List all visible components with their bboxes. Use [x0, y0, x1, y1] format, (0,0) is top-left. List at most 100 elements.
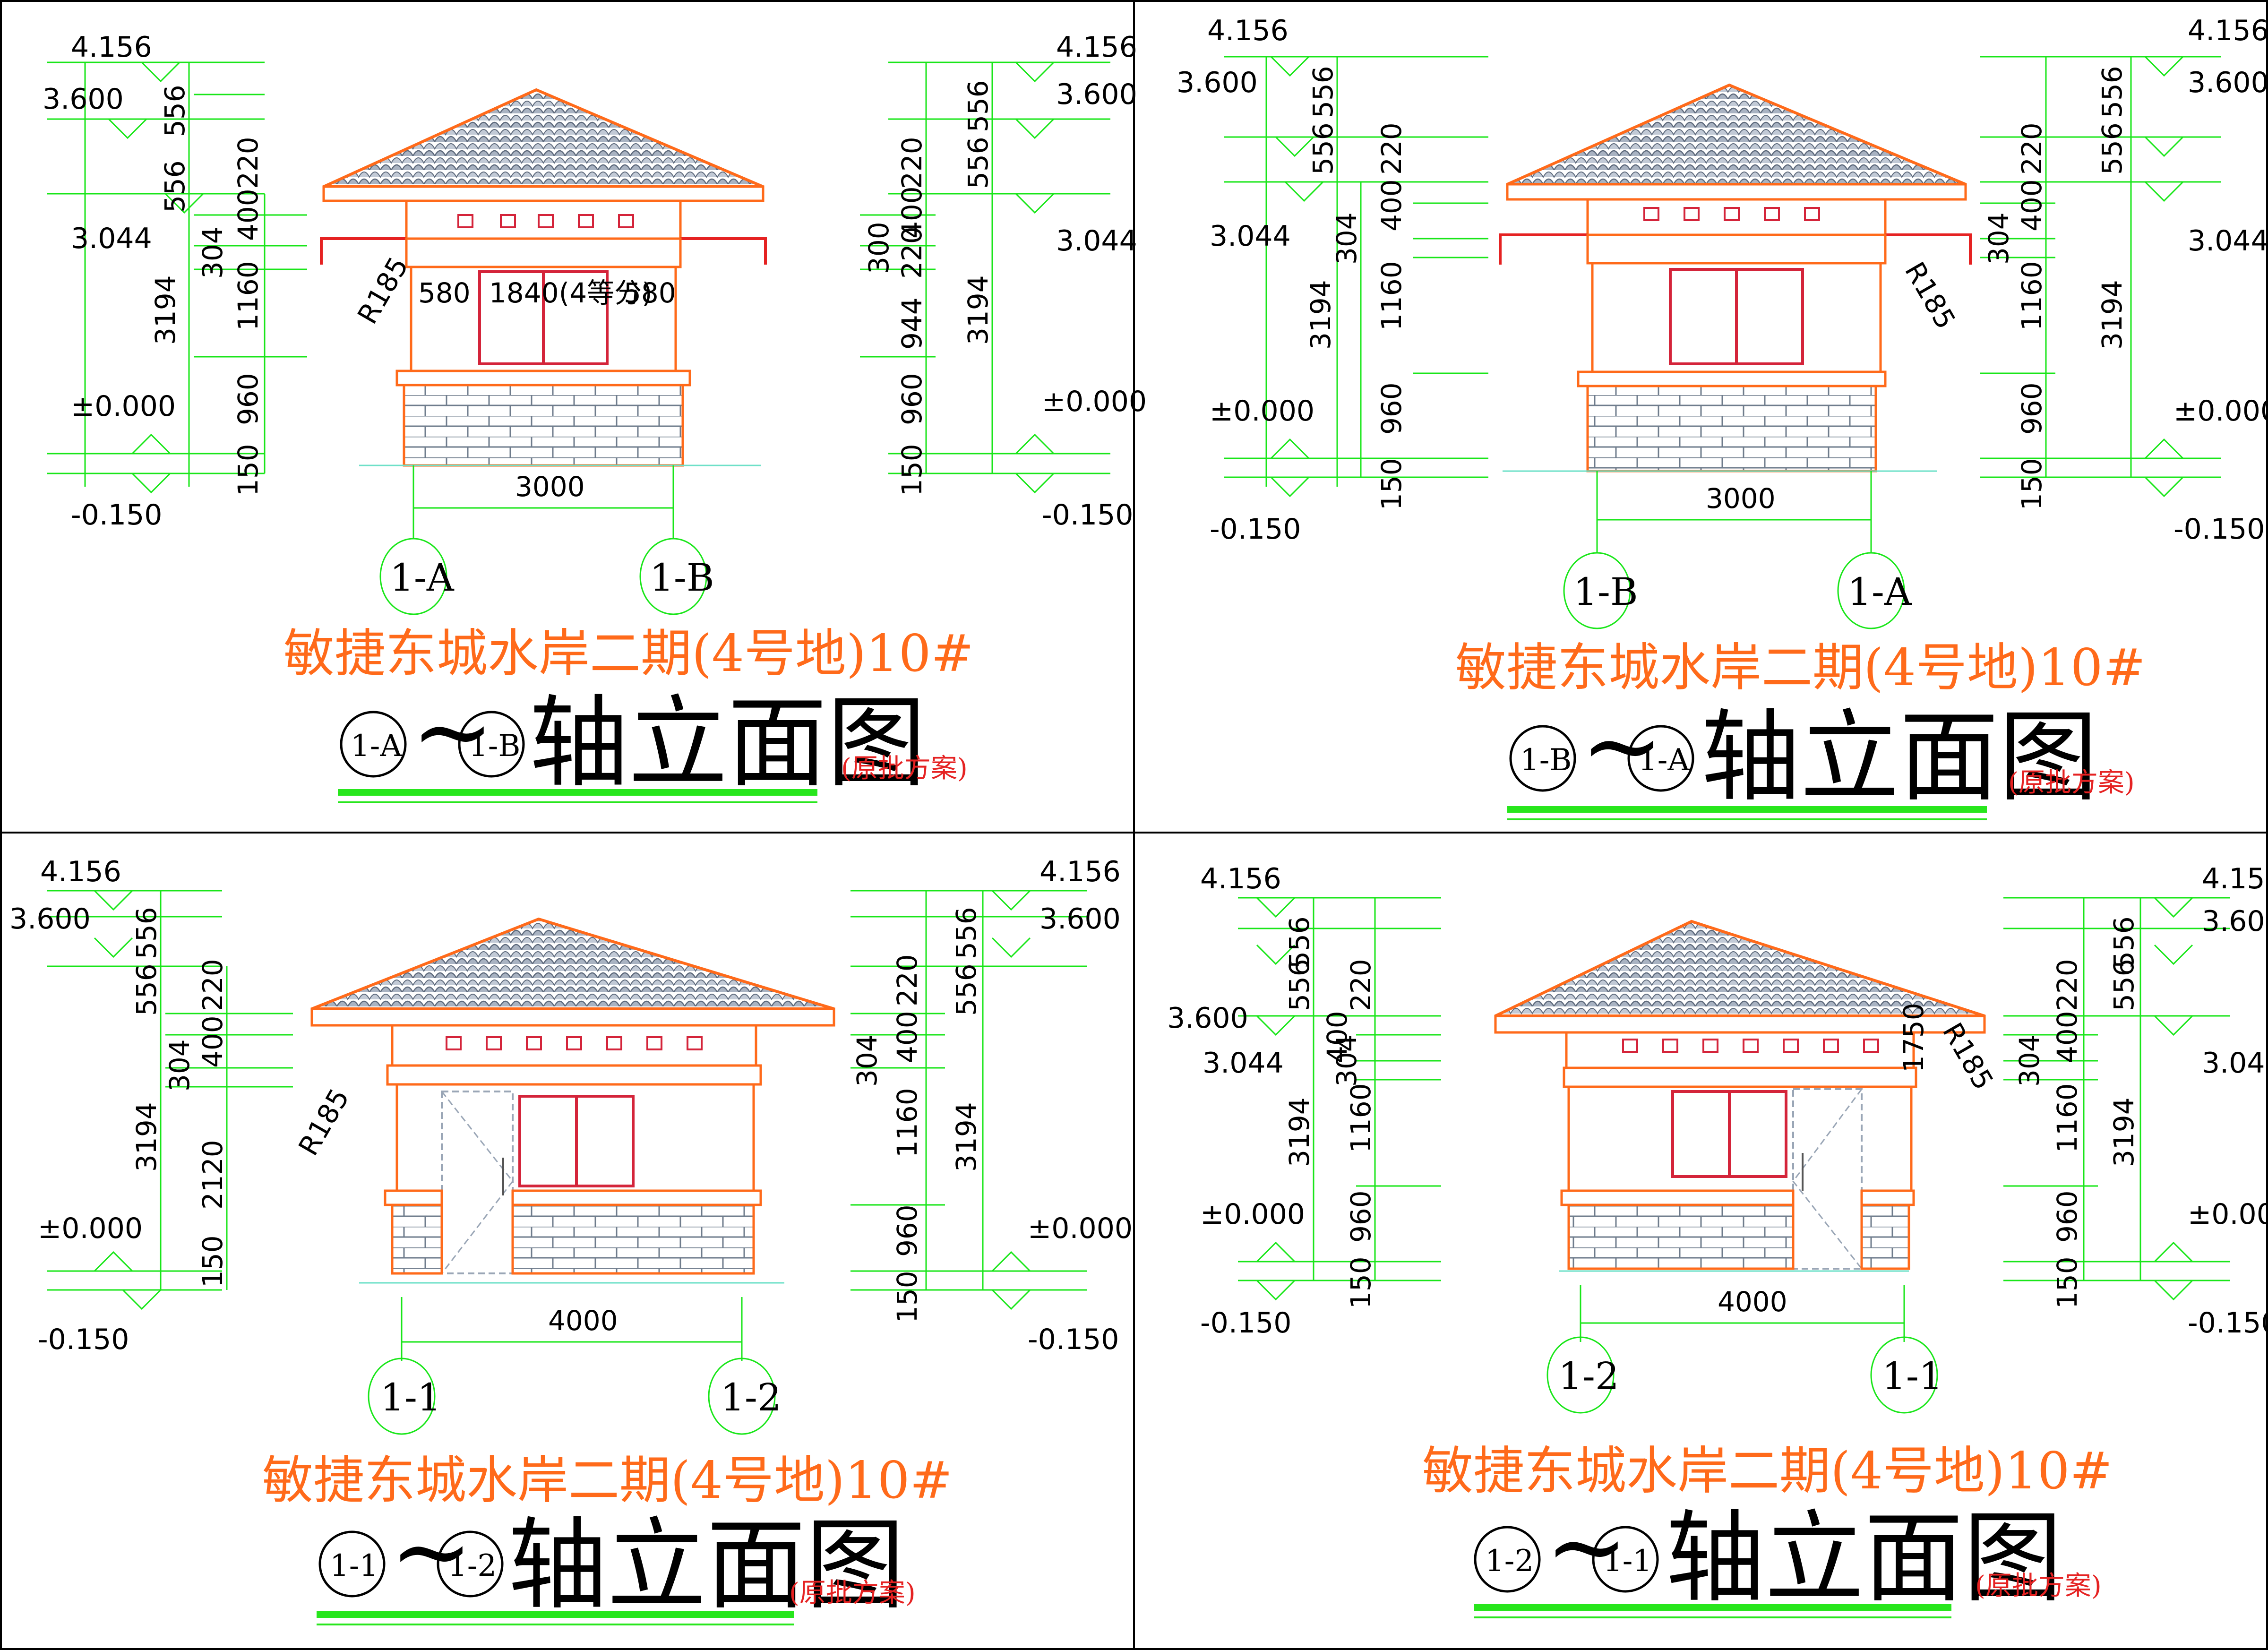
left-level-marks	[47, 61, 307, 494]
p4-level-minus-right: -0.150	[2188, 1306, 2268, 1340]
level-3600-right: 3.600	[1056, 78, 1137, 111]
rdim-556-b: 556	[962, 137, 994, 189]
p2-project-title: 敏捷东城水岸二期(4号地)10#	[1455, 638, 2146, 697]
p4-rdim-304: 304	[2013, 1034, 2045, 1087]
p3-dim-556-b: 556	[130, 963, 163, 1016]
vents	[457, 214, 634, 228]
p2-rdim-556-b: 556	[2096, 122, 2128, 175]
p4-rdim-556-b: 556	[2108, 959, 2140, 1011]
level-zero-left: ±0.000	[71, 390, 176, 423]
level-4156-left: 4.156	[71, 31, 152, 64]
rdim-3194: 3194	[962, 275, 994, 345]
dim-3194: 3194	[149, 275, 181, 345]
level-minus-right: -0.150	[1042, 498, 1133, 532]
dim-220: 220	[232, 137, 264, 189]
p3-dim-3194: 3194	[130, 1102, 163, 1172]
title-axis-right: 1-B	[469, 729, 520, 764]
p2-radius-label: R185	[1899, 257, 1962, 335]
panel-1-1-1-2-elevation: 4.156 3.600 ±0.000 -0.150 556 556 220 30…	[9, 855, 1133, 1625]
dim-556-b: 556	[159, 160, 191, 213]
p3-rdim-3194: 3194	[950, 1102, 982, 1172]
p3-level-3600-left: 3.600	[9, 902, 91, 936]
p4-title-text: 轴立面图	[1666, 1500, 2062, 1616]
p3-title-axis-right: 1-2	[448, 1548, 497, 1583]
p4-level-3600-right: 3.600	[2202, 905, 2268, 938]
p3-level-4156-right: 4.156	[1040, 855, 1121, 888]
p2-span-dim: 3000	[1706, 482, 1776, 515]
p3-level-zero-left: ±0.000	[38, 1212, 143, 1245]
p3-level-3600-right: 3.600	[1040, 902, 1121, 936]
p4-rdim-960: 960	[2051, 1190, 2083, 1243]
p2-rdim-1160: 1160	[2016, 261, 2048, 331]
p2-title-axis-right: 1-A	[1638, 743, 1690, 778]
project-title: 敏捷东城水岸二期(4号地)10#	[284, 624, 974, 683]
p2-axis-bubble-right: 1-A	[1847, 570, 1912, 614]
axis-bubble-left: 1-A	[390, 556, 455, 600]
p3-dim-150: 150	[197, 1235, 229, 1288]
p3-rdim-304: 304	[851, 1034, 883, 1087]
p3-axis-bubble-left: 1-1	[380, 1375, 441, 1419]
dim-400: 400	[232, 189, 264, 241]
p2-title-text: 轴立面图	[1701, 699, 2098, 815]
p3-dim-220: 220	[197, 959, 229, 1011]
p4-level-zero-right: ±0.000	[2188, 1198, 2268, 1231]
title-axis-left: 1-A	[351, 729, 402, 764]
rdim-960: 960	[896, 373, 928, 425]
panel-1a-1b-elevation: 4.156 3.600 3.044 ±0.000 -0.150 556 556 …	[43, 31, 1147, 803]
p2-dim-304: 304	[1331, 212, 1363, 265]
rdim-944: 944	[896, 297, 928, 350]
level-3600-left: 3.600	[43, 83, 124, 116]
building-elevation-1	[320, 88, 767, 467]
p2-dim-150: 150	[1375, 458, 1408, 510]
p4-window-small: 1750	[1898, 1003, 1930, 1073]
p3-rdim-220: 220	[891, 954, 923, 1006]
p2-dim-556-b: 556	[1307, 122, 1339, 175]
p4-title-axis-left: 1-2	[1485, 1544, 1534, 1579]
p2-axis-bubble-left: 1-B	[1573, 570, 1638, 614]
p2-level-minus-right: -0.150	[2174, 513, 2265, 546]
rdim-150: 150	[896, 444, 928, 496]
p3-title-axis-left: 1-1	[330, 1548, 378, 1583]
p2-rdim-960: 960	[2016, 382, 2048, 435]
p3-title-text: 轴立面图	[508, 1507, 905, 1623]
p2-rdim-556-a: 556	[2096, 66, 2128, 118]
p2-dim-1160: 1160	[1375, 261, 1408, 331]
p3-rdim-556-b: 556	[950, 963, 982, 1016]
window-dim-left: 580	[418, 277, 471, 309]
p2-approval-note: (原批方案)	[2008, 767, 2135, 798]
p2-dim-220: 220	[1375, 122, 1408, 175]
dim-150: 150	[232, 444, 264, 496]
rdim-300: 300	[863, 222, 895, 274]
p4-level-3044-left: 3.044	[1203, 1047, 1284, 1080]
p3-project-title: 敏捷东城水岸二期(4号地)10#	[262, 1451, 953, 1510]
p3-rdim-400: 400	[891, 1011, 923, 1063]
p3-span-dim: 4000	[548, 1305, 618, 1337]
p2-title-axis-left: 1-B	[1520, 743, 1572, 778]
title-tilde: ~	[411, 673, 494, 789]
p3-dim-304: 304	[163, 1039, 196, 1091]
p4-dim-556-a: 556	[1283, 916, 1315, 969]
axis-bubble-right: 1-B	[650, 556, 714, 600]
p4-axis-bubble-left: 1-2	[1558, 1354, 1619, 1398]
building-elevation-3	[310, 917, 835, 1275]
p4-approval-note: (原批方案)	[1975, 1571, 2102, 1601]
p4-dim-960: 960	[1345, 1190, 1377, 1243]
p4-level-minus-left: -0.150	[1200, 1306, 1291, 1340]
p4-dim-1160: 1160	[1345, 1083, 1377, 1153]
level-minus-left: -0.150	[71, 498, 162, 532]
building-elevation-4	[1494, 920, 1986, 1270]
p4-rdim-150: 150	[2051, 1256, 2083, 1309]
p4-title-tilde: ~	[1545, 1488, 1628, 1604]
right-level-marks	[860, 61, 1110, 494]
building-elevation-2	[1499, 83, 1972, 473]
p3-rdim-1160: 1160	[891, 1088, 923, 1158]
p4-rdim-3194: 3194	[2108, 1097, 2140, 1167]
p2-level-zero-left: ±0.000	[1210, 395, 1314, 428]
rdim-556-a: 556	[962, 80, 994, 132]
p4-dim-3194: 3194	[1283, 1097, 1315, 1167]
p3-approval-note: (原批方案)	[789, 1578, 916, 1608]
p2-rdim-400: 400	[2016, 179, 2048, 232]
dim-1160: 1160	[232, 261, 264, 331]
p4-span-dim: 4000	[1718, 1286, 1787, 1318]
